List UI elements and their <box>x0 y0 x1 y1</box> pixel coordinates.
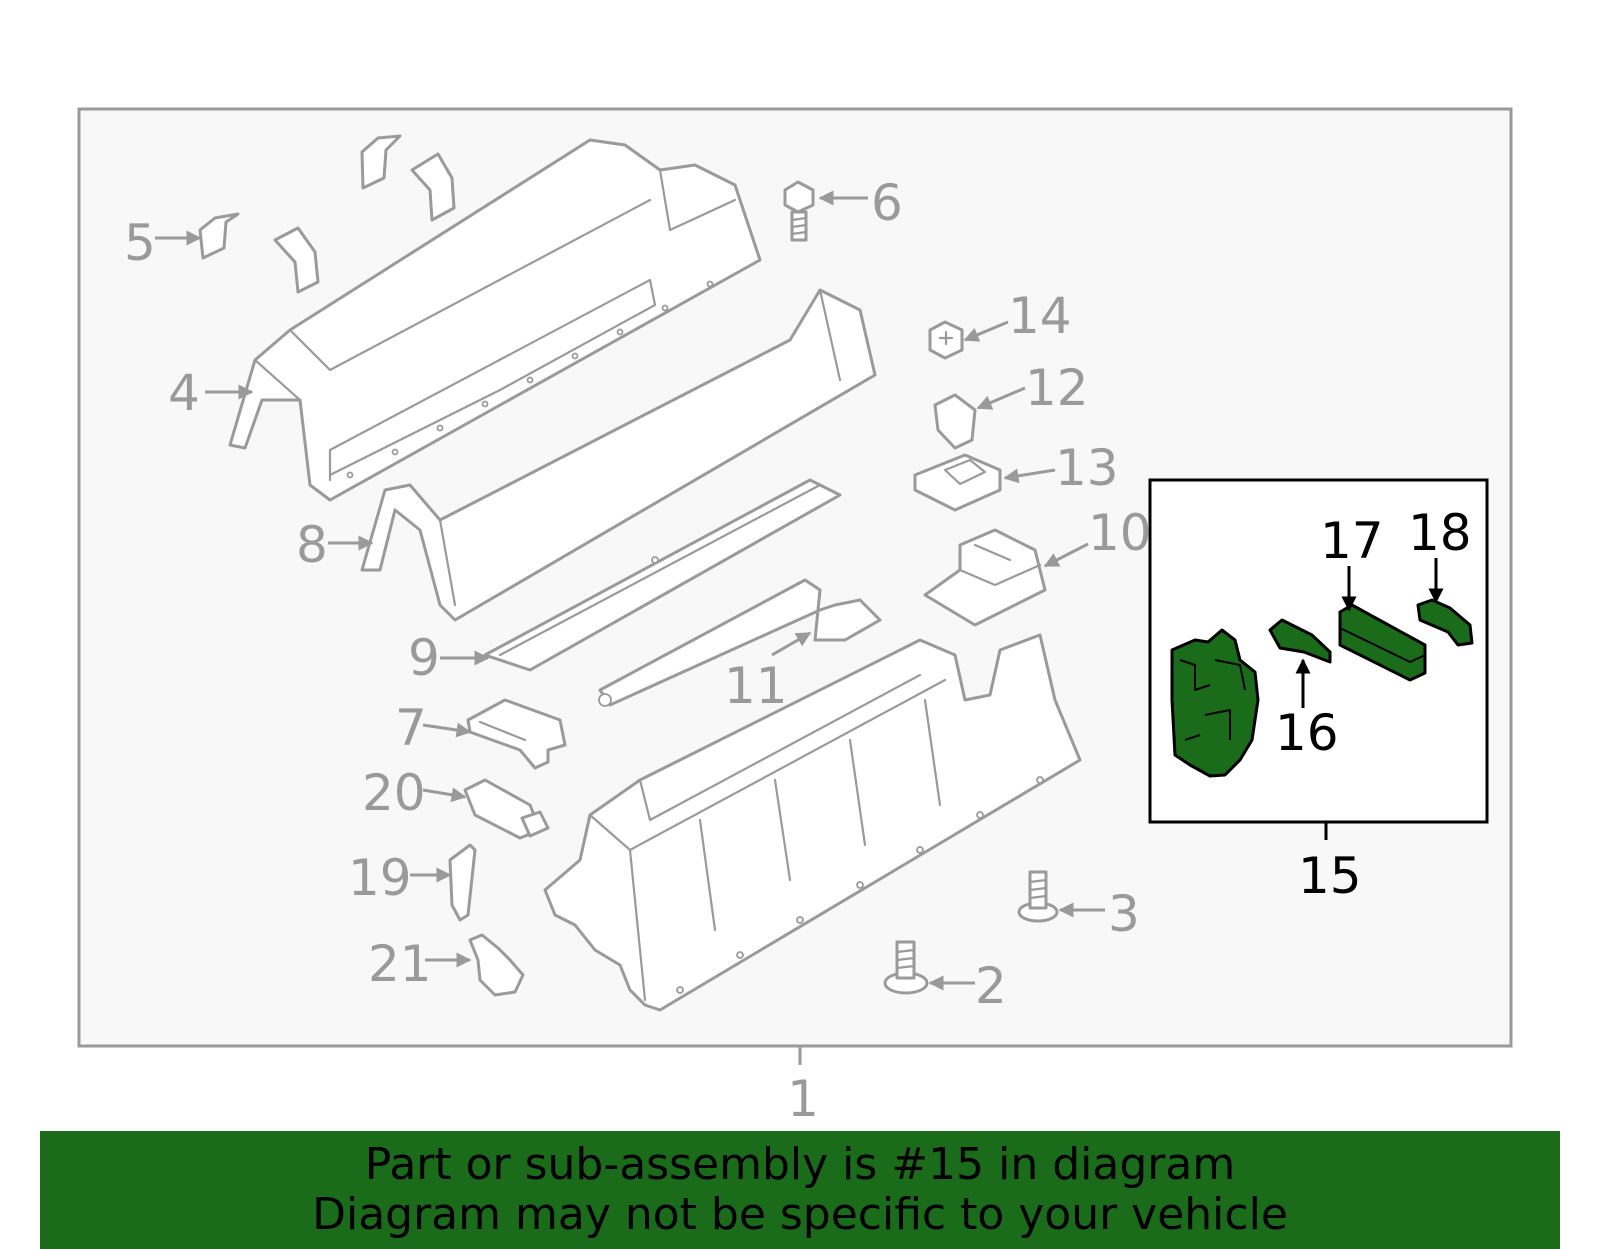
callout-1: 1 <box>787 1070 819 1128</box>
callout-15: 15 <box>1298 847 1362 905</box>
callout-7: 7 <box>395 699 427 757</box>
leader-14 <box>963 320 1009 342</box>
part-5-clips <box>198 134 456 294</box>
part-11-rail <box>598 578 882 707</box>
callout-19: 19 <box>348 849 412 907</box>
part-21-plug <box>468 933 525 997</box>
part-9-bracket <box>483 478 842 672</box>
callout-20: 20 <box>362 764 426 822</box>
callout-6: 6 <box>871 174 903 232</box>
callout-18: 18 <box>1408 504 1472 562</box>
callout-4: 4 <box>168 364 200 422</box>
part-20-sensor <box>463 778 550 840</box>
leader-20 <box>422 787 467 803</box>
part-7-bracket <box>466 698 567 770</box>
leader-11 <box>771 631 812 657</box>
callout-14: 14 <box>1008 287 1072 345</box>
leader-7 <box>422 722 472 738</box>
callout-2: 2 <box>975 957 1007 1015</box>
callout-12: 12 <box>1025 359 1089 417</box>
callout-5: 5 <box>124 214 156 272</box>
part-4-upper-cover <box>228 138 762 502</box>
callout-17: 17 <box>1320 512 1384 570</box>
leader-10 <box>1043 542 1089 568</box>
callout-3: 3 <box>1108 885 1140 943</box>
module-15-highlighted <box>1170 628 1260 778</box>
info-banner: Part or sub-assembly is #15 in diagram D… <box>40 1131 1560 1249</box>
callout-9: 9 <box>408 629 440 687</box>
callout-16: 16 <box>1275 704 1339 762</box>
banner-line-1: Part or sub-assembly is #15 in diagram <box>364 1139 1236 1190</box>
callout-10: 10 <box>1088 504 1152 562</box>
part-10-tray <box>923 528 1047 627</box>
part-13-cover <box>913 453 1002 512</box>
part-14-connector <box>928 320 964 360</box>
part-1-lower-tray <box>543 633 1082 1012</box>
part-3-bolt <box>1017 870 1059 923</box>
banner-line-2: Diagram may not be specific to your vehi… <box>312 1189 1288 1240</box>
callout-11: 11 <box>724 657 788 715</box>
leader-13 <box>1003 468 1056 484</box>
part-2-bolt <box>883 940 929 995</box>
part-19-bracket <box>448 843 477 922</box>
part-8-gasket <box>360 288 877 622</box>
part-6-bolt <box>783 180 815 242</box>
part-12-connector <box>933 393 977 450</box>
callout-8: 8 <box>296 516 328 574</box>
leader-12 <box>976 386 1026 410</box>
callout-21: 21 <box>368 935 432 993</box>
part-16-highlighted <box>1268 618 1332 664</box>
callout-13: 13 <box>1055 439 1119 497</box>
